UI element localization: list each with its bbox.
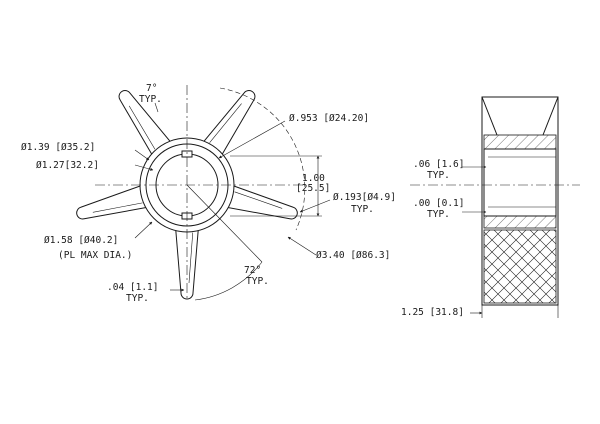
side-vane-crosshatch: [483, 229, 557, 304]
leader-dia-158: [134, 221, 153, 239]
label-tip-04-typ: TYP.: [126, 293, 149, 304]
label-dia-127: Ø1.27[32.2]: [36, 160, 99, 171]
vane-1: [118, 90, 175, 160]
label-dia-340: Ø3.40 [Ø86.3]: [316, 250, 390, 261]
leader-dia-139: [134, 149, 150, 161]
label-side-00-typ: TYP.: [427, 209, 450, 220]
leader-dia-127: [134, 164, 154, 171]
label-dim-255: [25.5]: [296, 183, 330, 194]
leader-angle-7: [154, 102, 159, 113]
label-side-06-typ: TYP.: [427, 170, 450, 181]
leader-dia-340: [287, 236, 317, 256]
leader-hub-dia: [218, 120, 286, 159]
side-top-diag-right: [542, 96, 559, 136]
vane-contour-2: [209, 103, 242, 143]
vanes-group: [76, 90, 298, 300]
label-angle-72-typ: TYP.: [246, 276, 269, 287]
label-dia-193-typ: TYP.: [351, 204, 374, 215]
label-side-06: .06 [1.6]: [413, 159, 464, 170]
side-view: .06 [1.6] TYP. .00 [0.1] TYP. 1.25 [31.8…: [401, 96, 580, 318]
label-dia-193: Ø.193[Ø4.9]: [333, 192, 396, 203]
vane-contour-3: [234, 191, 283, 209]
label-width-125: 1.25 [31.8]: [401, 307, 464, 318]
vane-contour-5: [92, 202, 143, 213]
leader-dia-193: [299, 199, 331, 213]
side-outer-body: [481, 96, 559, 306]
label-tip-04: .04 [1.1]: [107, 282, 158, 293]
label-angle-top: 7°: [146, 83, 157, 94]
label-angle-72: 72°: [244, 265, 261, 276]
label-dim-100: 1.00: [302, 173, 325, 184]
side-hub-hatch-top: [483, 134, 557, 150]
vane-5: [76, 183, 152, 220]
vane-4: [174, 224, 200, 300]
vane-contour-4: [188, 232, 194, 284]
label-dia-139: Ø1.39 [Ø35.2]: [21, 142, 95, 153]
side-top-diag-left: [481, 96, 498, 136]
side-hub-hatch-bottom: [483, 215, 557, 229]
vane-contour-1: [128, 105, 156, 150]
angle-72-leader: [186, 184, 263, 263]
vane-3: [222, 183, 298, 220]
front-view: 7° TYP. Ø.953 [Ø24.20] Ø1.39 [Ø35.2] Ø1.…: [21, 83, 396, 304]
label-hub-dia: Ø.953 [Ø24.20]: [289, 113, 369, 124]
label-pl-max: (PL MAX DIA.): [58, 250, 132, 261]
angle-72-arc: [194, 261, 263, 301]
side-bore: [483, 148, 557, 217]
label-angle-top-typ: TYP.: [139, 94, 162, 105]
outer-diameter-arc: [219, 87, 306, 231]
label-dia-158: Ø1.58 [Ø40.2]: [44, 235, 118, 246]
label-side-00: .00 [0.1]: [413, 198, 464, 209]
